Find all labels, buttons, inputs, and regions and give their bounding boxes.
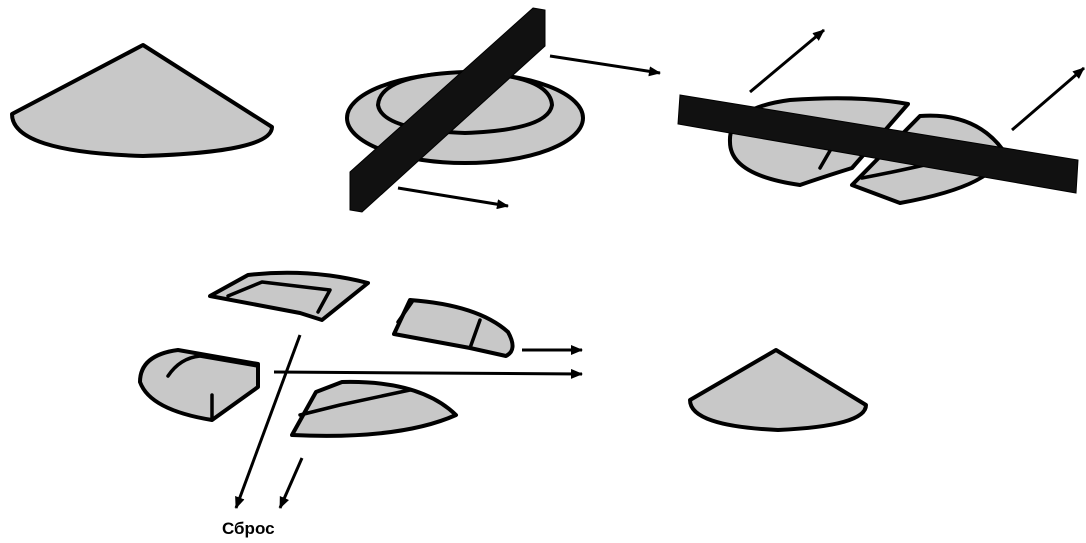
reduced-cone	[690, 350, 866, 430]
arrow-combine-lower	[274, 372, 582, 374]
arrow-discard-right	[280, 458, 302, 508]
quarter-top	[210, 273, 368, 320]
arrow-move-up-right	[1012, 68, 1084, 130]
arrow-cut-right-upper	[550, 56, 660, 73]
quarter-right	[394, 300, 513, 356]
discard-label: Сброс	[222, 519, 275, 538]
arrow-cut-right-lower	[398, 188, 508, 206]
initial-cone	[12, 45, 272, 156]
arrow-move-up-left	[750, 30, 824, 92]
quarter-bottom	[292, 382, 456, 436]
quarter-left	[140, 350, 258, 420]
